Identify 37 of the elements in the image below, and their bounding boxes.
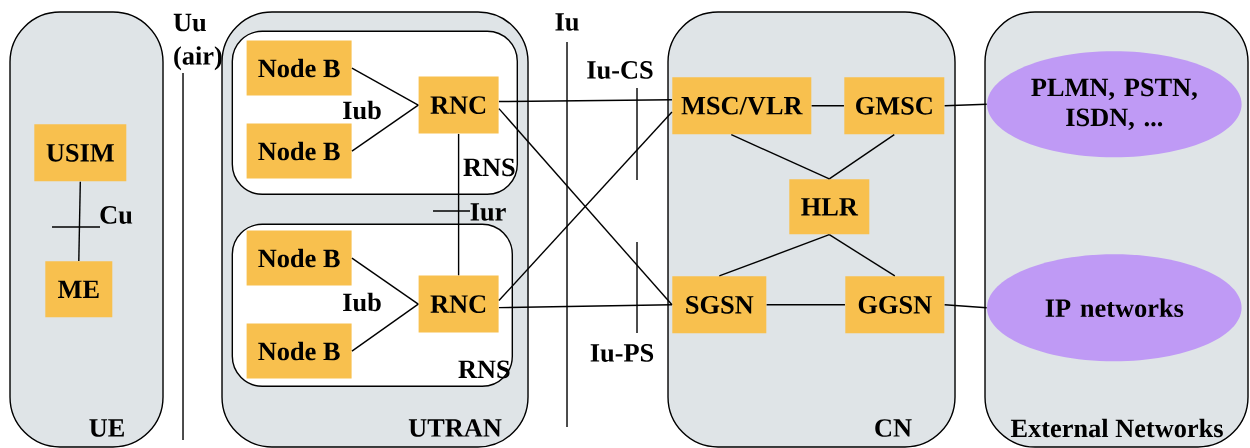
connector: [943, 103, 988, 107]
network-element-box: RNC: [418, 76, 499, 134]
network-element-box: ME: [45, 261, 113, 318]
connector: [810, 105, 845, 107]
network-element-box: GMSC: [844, 77, 945, 135]
network-element-box: HLR: [789, 179, 870, 235]
connector: [828, 233, 896, 277]
network-element-box: Node B: [246, 40, 352, 96]
connector: [943, 304, 988, 309]
network-element-box: Node B: [246, 323, 352, 379]
network-element-box: USIM: [34, 124, 127, 182]
connector: [351, 303, 419, 352]
network-element-box: RNC: [418, 275, 499, 333]
interface-label: Iu-PS: [590, 344, 654, 362]
network-element-box: Node B: [246, 230, 352, 286]
network-element-box: GGSN: [845, 276, 945, 334]
interface-label: Iu-CS: [587, 61, 653, 79]
network-element-box: Node B: [246, 123, 352, 179]
interface-label: Iur: [470, 203, 506, 221]
network-element-box: MSC/VLR: [672, 77, 812, 135]
connector: [498, 304, 673, 309]
network-element-box: SGSN: [672, 276, 767, 334]
connector: [828, 133, 895, 180]
interface-label: Uu (air): [173, 13, 222, 71]
connector: [78, 180, 81, 262]
connector: [718, 233, 830, 277]
connector: [351, 104, 419, 152]
connector: [765, 304, 846, 306]
connector: [730, 133, 830, 180]
interface-label: Cu: [100, 206, 133, 224]
connector: [457, 133, 460, 276]
connector: [351, 67, 419, 106]
connector: [498, 98, 673, 103]
interface-label: Iu: [555, 13, 579, 31]
connector: [351, 257, 419, 305]
interface-label: Iub: [343, 292, 381, 312]
interface-label: Iub: [343, 100, 381, 120]
